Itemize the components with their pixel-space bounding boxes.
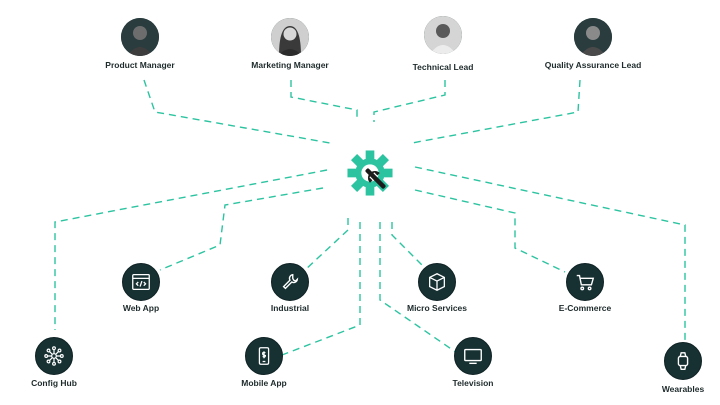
- gear-wrench-icon: [347, 150, 393, 196]
- link-television: [379, 222, 461, 356]
- code-window-icon: [122, 263, 160, 301]
- platform-label: Config Hub: [31, 378, 77, 388]
- person-avatar-icon: [121, 18, 159, 56]
- role-label: Marketing Manager: [251, 60, 329, 70]
- wrench-icon: [271, 263, 309, 301]
- platform-label: Mobile App: [241, 378, 287, 388]
- platform-label: E-Commerce: [558, 303, 612, 313]
- link-industrial: [304, 218, 349, 271]
- link-marketing-manager: [290, 80, 358, 120]
- smartwatch-icon: [664, 342, 702, 380]
- link-qa-lead: [411, 79, 581, 144]
- role-label: Technical Lead: [412, 62, 474, 72]
- person-avatar-icon: [574, 18, 612, 56]
- platform-label: Wearables: [661, 384, 705, 394]
- link-wearables: [414, 166, 686, 340]
- link-web-app: [159, 187, 324, 271]
- person-avatar-icon: [271, 18, 309, 56]
- network-hub-icon: [35, 337, 73, 375]
- link-micro-services: [391, 222, 426, 269]
- link-mobile-app: [281, 222, 361, 356]
- cube-icon: [418, 263, 456, 301]
- central-gear: [344, 147, 396, 199]
- mobile-phone-icon: [245, 337, 283, 375]
- television-icon: [454, 337, 492, 375]
- platform-label: Web App: [122, 303, 160, 313]
- role-label: Product Manager: [105, 60, 175, 70]
- link-technical-lead: [373, 80, 446, 122]
- platform-label: Industrial: [270, 303, 310, 313]
- link-config-hub: [54, 169, 328, 330]
- platform-label: Micro Services: [406, 303, 468, 313]
- shopping-cart-icon: [566, 263, 604, 301]
- platform-label: Television: [452, 378, 494, 388]
- role-label: Quality Assurance Lead: [544, 60, 642, 70]
- person-avatar-icon: [424, 16, 462, 54]
- link-product-manager: [143, 79, 331, 144]
- link-e-commerce: [414, 189, 566, 273]
